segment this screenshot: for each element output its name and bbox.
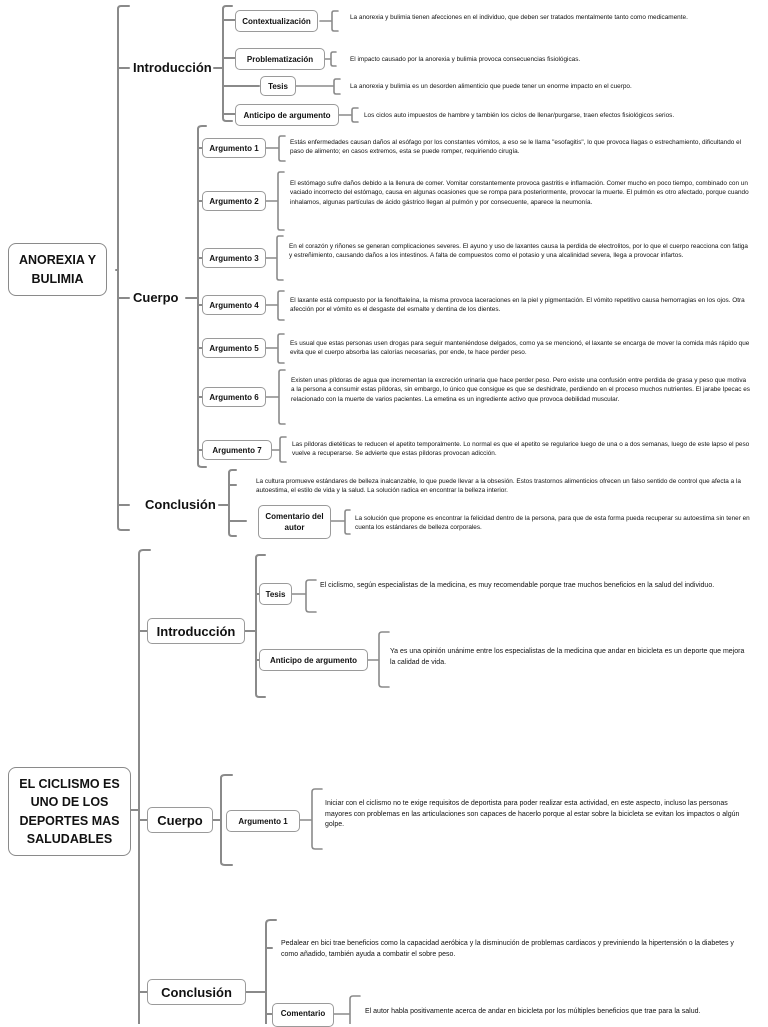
map2-conclusion-box: Conclusión [147, 979, 246, 1005]
map1-tesis-text: La anorexia y bulimia es un desorden ali… [350, 83, 632, 90]
map1-argumento-4-label: Argumento 4 [209, 300, 259, 310]
map1-argumento-6-text: Existen unas píldoras de agua que increm… [291, 377, 750, 403]
map1-comentario-label: Comentario del autor [265, 511, 324, 532]
map2-tesis-label: Tesis [265, 589, 286, 599]
map2-conclusion-text: Pedalear en bici trae beneficios como la… [281, 940, 734, 958]
map2-introduccion-label: Introducción [156, 623, 236, 639]
map1-contextualizacion-text: La anorexia y bulimia tienen afecciones … [350, 14, 688, 21]
map2-comentario-box: Comentario [272, 1003, 334, 1027]
map1-argumento-7-text: Las píldoras dietéticas te reducen el ap… [292, 441, 750, 458]
map1-cuerpo-label: Cuerpo [133, 290, 179, 305]
map1-root-title: ANOREXIA Y BULIMIA [8, 243, 107, 296]
map1-argumento-4-text: El laxante está compuesto por la fenolft… [290, 297, 745, 314]
map1-anticipo-box: Anticipo de argumento [235, 104, 339, 126]
map1-argumento-6-label: Argumento 6 [209, 392, 259, 402]
map2-anticipo-label: Anticipo de argumento [269, 655, 358, 665]
map2-argumento-1-box: Argumento 1 [226, 810, 300, 832]
map1-argumento-5-box: Argumento 5 [202, 338, 266, 358]
map2-root-title-text: EL CICLISMO ES UNO DE LOS DEPORTES MAS S… [19, 777, 120, 846]
map2-root-title: EL CICLISMO ES UNO DE LOS DEPORTES MAS S… [8, 767, 131, 856]
map2-tesis-box: Tesis [259, 583, 292, 605]
map1-problematizacion-label: Problematización [246, 54, 314, 64]
map1-argumento-3-label: Argumento 3 [209, 253, 259, 263]
map2-introduccion-box: Introducción [147, 618, 245, 644]
map1-argumento-3-text: En el corazón y riñones se generan compl… [289, 243, 748, 260]
map1-comentario-box: Comentario del autor [258, 505, 331, 539]
map1-argumento-2-text: El estómago sufre daños debido a la llen… [290, 180, 749, 206]
map1-problematizacion-box: Problematización [235, 48, 325, 70]
map1-argumento-4-box: Argumento 4 [202, 295, 266, 315]
map1-argumento-2-box: Argumento 2 [202, 191, 266, 211]
map1-contextualizacion-box: Contextualización [235, 10, 318, 32]
map1-comentario-text: La solución que propone es encontrar la … [355, 515, 750, 532]
map1-tesis-label: Tesis [268, 81, 288, 91]
map1-introduccion-label: Introducción [133, 60, 212, 75]
map2-anticipo-text: Ya es una opinión unánime entre los espe… [390, 648, 745, 666]
map2-comentario-text: El autor habla positivamente acerca de a… [365, 1008, 701, 1015]
map1-root-title-text: ANOREXIA Y BULIMIA [18, 253, 97, 286]
map1-argumento-6-box: Argumento 6 [202, 387, 266, 407]
map2-argumento-1-label: Argumento 1 [238, 816, 288, 826]
map1-argumento-1-label: Argumento 1 [209, 143, 259, 153]
map1-contextualizacion-label: Contextualización [242, 16, 311, 26]
map1-tesis-box: Tesis [260, 76, 296, 96]
map2-comentario-label: Comentario [280, 1009, 326, 1018]
map2-argumento-1-text: Iniciar con el ciclismo no te exige requ… [325, 800, 740, 828]
map1-conclusion-label: Conclusión [145, 497, 216, 512]
map1-argumento-3-box: Argumento 3 [202, 248, 266, 268]
map2-tesis-text: El ciclismo, según especialistas de la m… [320, 582, 715, 589]
map1-argumento-1-text: Estás enfermedades causan daños al esófa… [290, 139, 742, 156]
map1-argumento-7-box: Argumento 7 [202, 440, 272, 460]
map1-argumento-2-label: Argumento 2 [209, 196, 259, 206]
map1-problematizacion-text: El impacto causado por la anorexia y bul… [350, 56, 581, 63]
map1-argumento-5-label: Argumento 5 [209, 343, 259, 353]
map1-argumento-5-text: Es usual que estas personas usen drogas … [290, 340, 750, 357]
map2-conclusion-label: Conclusión [161, 984, 232, 1000]
map2-cuerpo-box: Cuerpo [147, 807, 213, 833]
map1-anticipo-label: Anticipo de argumento [243, 110, 331, 120]
map1-conclusion-text: La cultura promueve estándares de bellez… [256, 478, 741, 495]
map1-argumento-1-box: Argumento 1 [202, 138, 266, 158]
map2-anticipo-box: Anticipo de argumento [259, 649, 368, 671]
map1-argumento-7-label: Argumento 7 [212, 445, 262, 455]
map2-cuerpo-label: Cuerpo [157, 812, 203, 828]
map1-anticipo-text: Los ciclos auto impuestos de hambre y ta… [364, 112, 675, 119]
